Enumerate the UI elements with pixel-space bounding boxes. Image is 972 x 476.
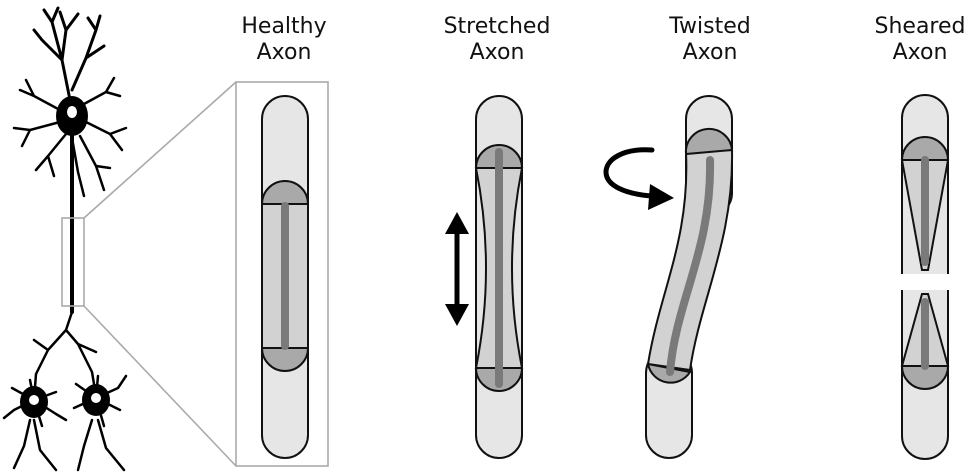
healthy-axon-label: Healthy Axon	[204, 14, 364, 66]
stretch-arrow-icon	[445, 212, 469, 326]
twisted-axon-label: Twisted Axon	[630, 14, 790, 66]
sheared-axon	[902, 95, 948, 459]
twisted-axon	[646, 96, 732, 458]
twisted-axon-label-line2: Axon	[630, 40, 790, 66]
neuron-nucleus	[67, 106, 77, 118]
target-cell-1-nucleus	[29, 395, 39, 405]
healthy-axon-label-line1: Healthy	[204, 14, 364, 40]
target-cell-2-nucleus	[91, 393, 101, 403]
stretched-axon-label: Stretched Axon	[417, 14, 577, 66]
zoom-line-bottom	[84, 306, 236, 466]
neuron-illustration	[4, 8, 126, 470]
sheared-axon-label-line1: Sheared	[840, 14, 972, 40]
twisted-axon-segment	[648, 150, 732, 370]
zoom-line-top	[84, 82, 236, 218]
healthy-axon-label-line2: Axon	[204, 40, 364, 66]
sheared-axon-label-line2: Axon	[840, 40, 972, 66]
apical-dendrites	[34, 8, 104, 100]
twist-arrow-icon	[606, 150, 674, 210]
stretched-axon	[476, 96, 522, 458]
stretched-axon-label-line2: Axon	[417, 40, 577, 66]
stretched-axon-label-line1: Stretched	[417, 14, 577, 40]
healthy-axon	[262, 96, 308, 458]
twisted-axon-label-line1: Twisted	[630, 14, 790, 40]
sheared-axon-label: Sheared Axon	[840, 14, 972, 66]
